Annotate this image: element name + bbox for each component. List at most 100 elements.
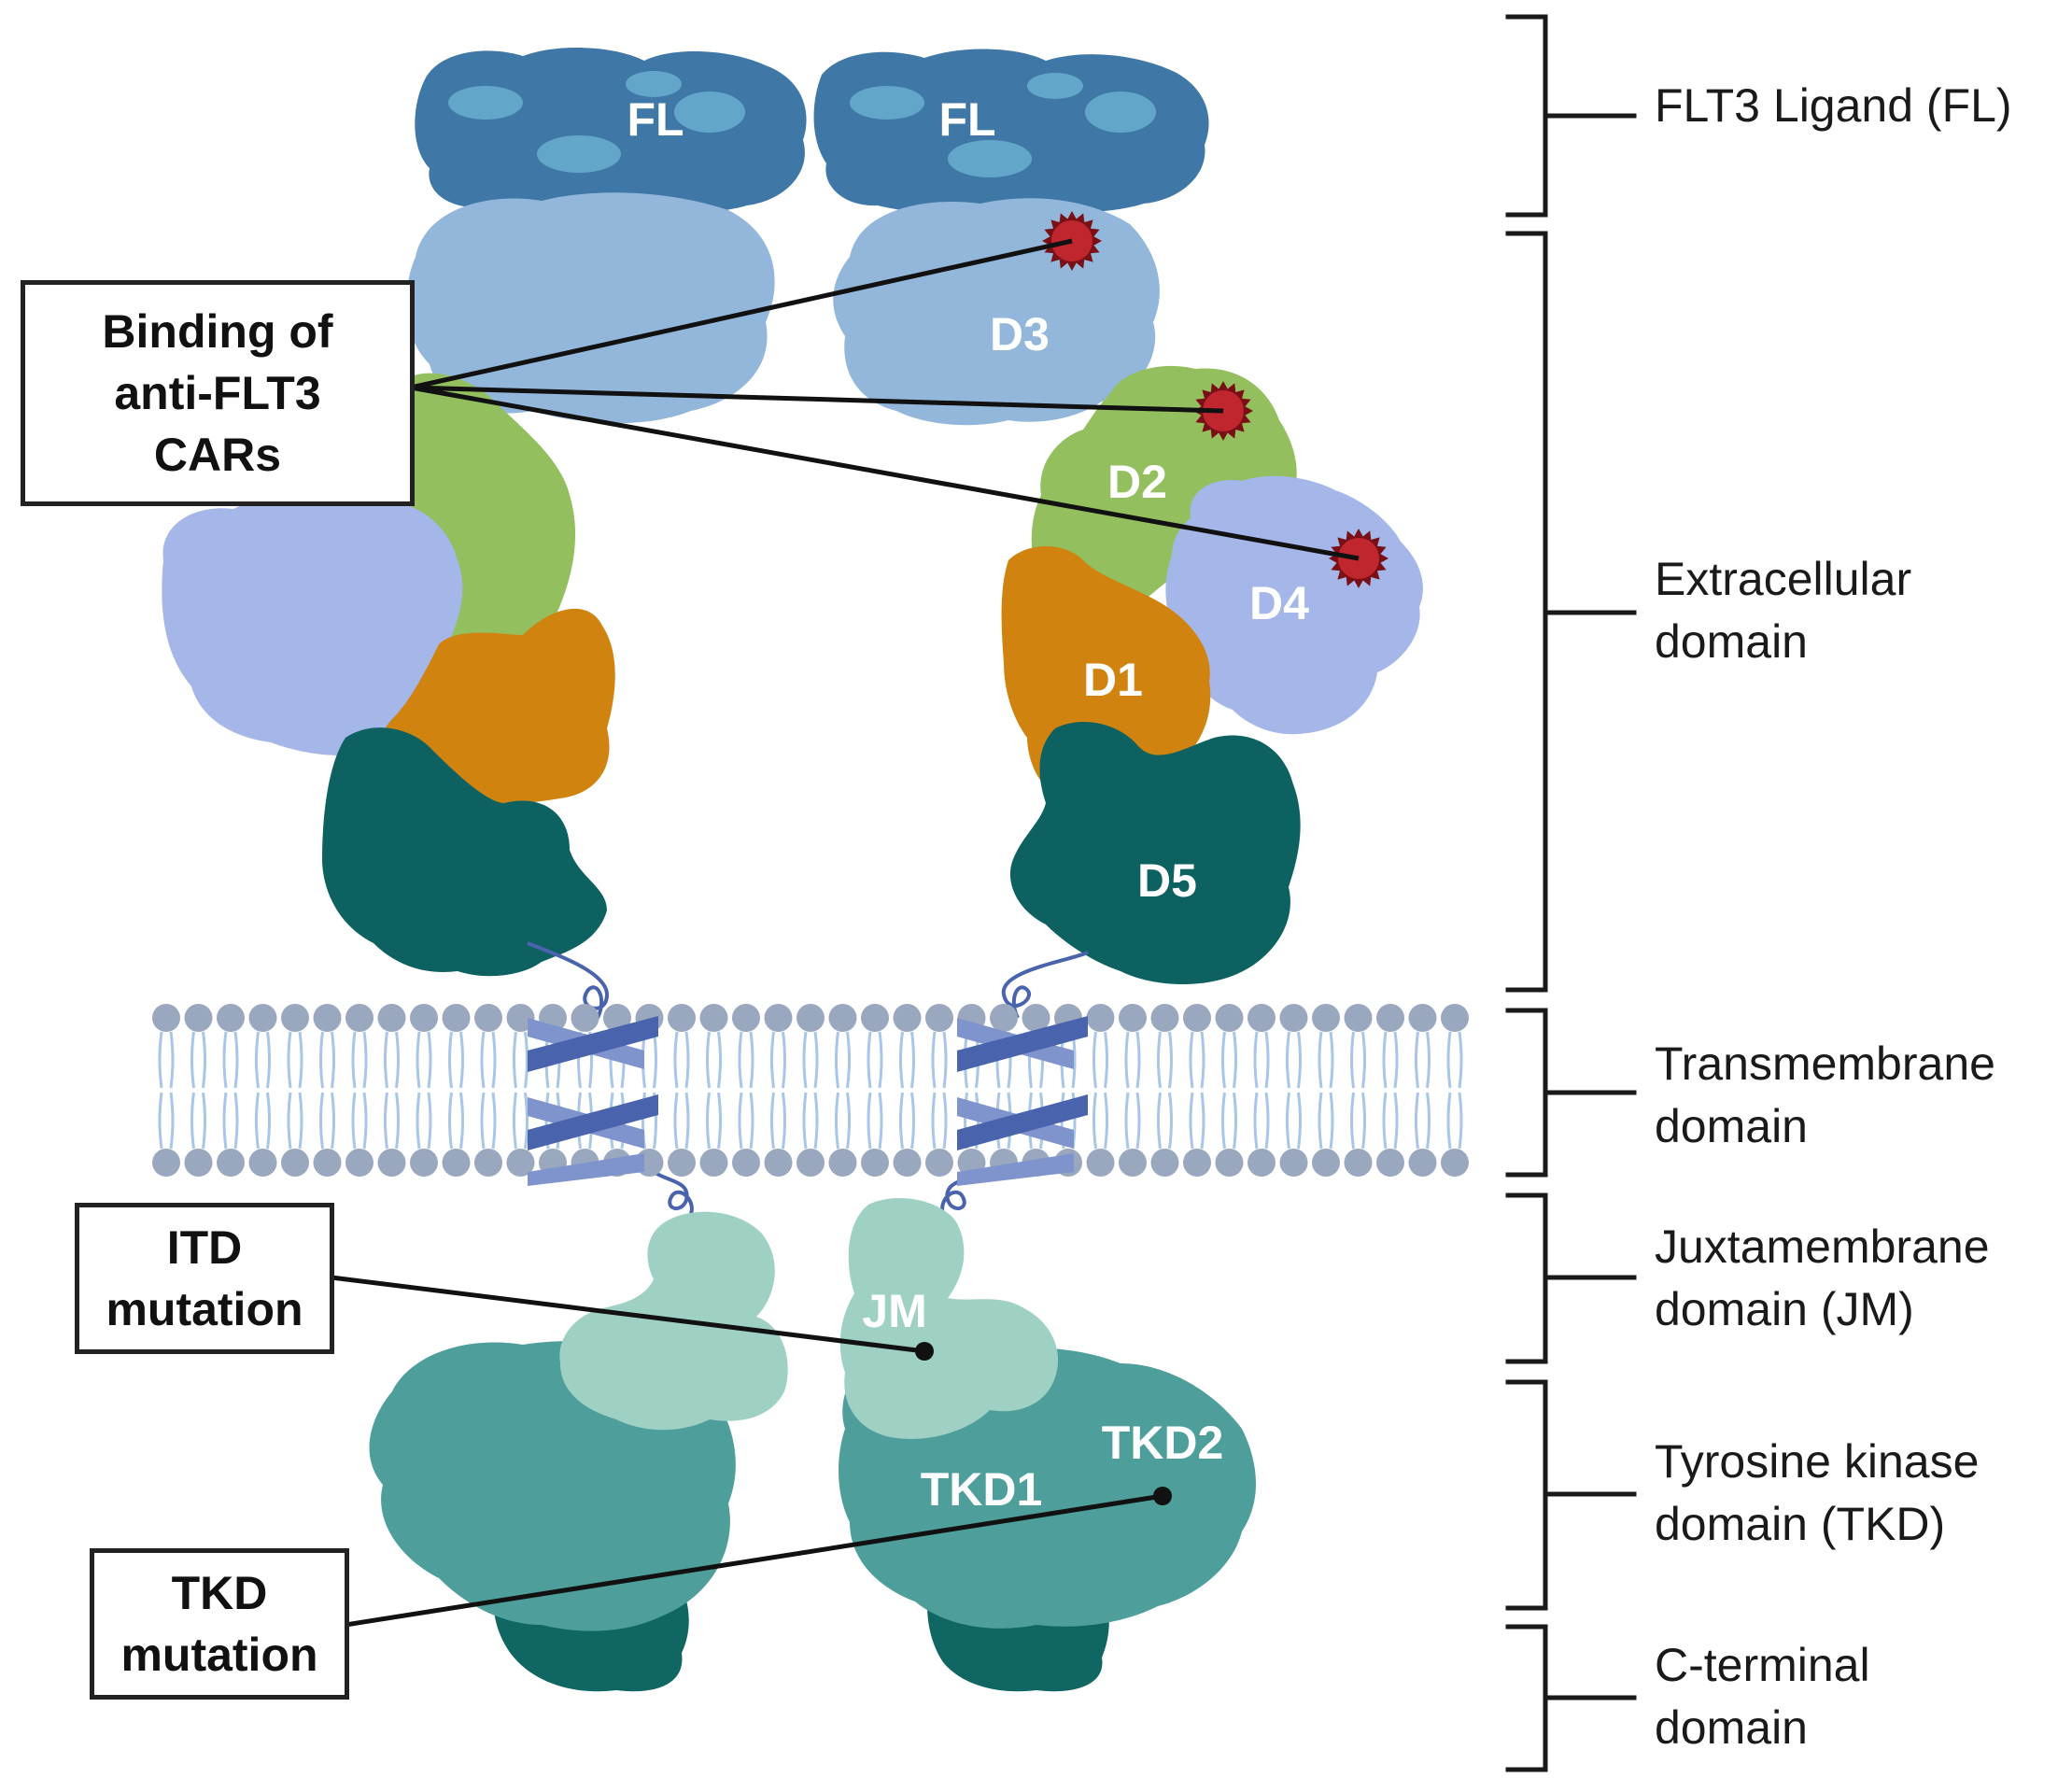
lipid-tail bbox=[1124, 1031, 1130, 1089]
intracellular-domains: JM TKD1 TKD2 bbox=[369, 1197, 1256, 1692]
lipid-tail bbox=[255, 1031, 260, 1089]
lipid-tail bbox=[899, 1092, 904, 1150]
lipid-head bbox=[410, 1004, 438, 1032]
lipid-tail bbox=[351, 1092, 357, 1150]
lipid-tail bbox=[287, 1031, 292, 1089]
helix-left bbox=[528, 1016, 658, 1186]
lipid-head bbox=[345, 1004, 374, 1032]
right-receptor-extracellular: D3 D2 D4 D1 D5 bbox=[833, 198, 1423, 985]
ligand-highlights bbox=[448, 71, 1156, 177]
lipid-tail bbox=[169, 1092, 175, 1150]
lipid-tail bbox=[867, 1031, 872, 1089]
lipid-tail bbox=[298, 1092, 303, 1150]
callout-tkd-line-2: mutation bbox=[120, 1629, 318, 1681]
lipid-tail bbox=[1286, 1031, 1290, 1089]
lipid-head bbox=[152, 1004, 180, 1032]
label-fl-right: FL bbox=[938, 93, 995, 146]
lipid-tail bbox=[813, 1031, 819, 1089]
lipid-tail bbox=[384, 1092, 388, 1150]
lipid-head bbox=[925, 1149, 953, 1177]
lipid-head bbox=[1150, 1149, 1179, 1177]
membrane-heads-bottom bbox=[152, 1149, 1469, 1177]
lipid-tail bbox=[427, 1092, 432, 1150]
lipid-tail bbox=[202, 1031, 206, 1089]
lipid-tail bbox=[266, 1092, 271, 1150]
lipid-head bbox=[1441, 1004, 1469, 1032]
lipid-tail bbox=[362, 1031, 368, 1089]
lipid-head bbox=[1376, 1004, 1404, 1032]
lipid-tail bbox=[480, 1031, 486, 1089]
lipid-tail bbox=[169, 1031, 175, 1089]
lipid-tail bbox=[770, 1092, 775, 1150]
ligand-left bbox=[415, 47, 807, 216]
lipid-head bbox=[281, 1004, 309, 1032]
lipid-head bbox=[668, 1004, 696, 1032]
lipid-tail bbox=[717, 1092, 722, 1150]
callout-tkd-line-1: TKD bbox=[171, 1567, 268, 1619]
lipid-tail bbox=[384, 1031, 388, 1089]
lipid-tail bbox=[1092, 1031, 1097, 1089]
lipid-tail bbox=[1189, 1092, 1194, 1150]
lipid-tail bbox=[222, 1031, 228, 1089]
lipid-tail bbox=[287, 1092, 292, 1150]
lipid-head bbox=[474, 1149, 502, 1177]
lipid-tail bbox=[319, 1092, 324, 1150]
lipid-head bbox=[732, 1149, 760, 1177]
lipid-tail bbox=[298, 1031, 303, 1089]
lipid-tail bbox=[1253, 1031, 1259, 1089]
lipid-tail bbox=[1382, 1031, 1388, 1089]
lipid-head bbox=[442, 1149, 471, 1177]
lipid-tail bbox=[416, 1092, 421, 1150]
lipid-tail bbox=[331, 1092, 335, 1150]
lipid-head bbox=[1119, 1004, 1147, 1032]
right-jm bbox=[839, 1197, 1059, 1439]
label-d5: D5 bbox=[1137, 854, 1197, 907]
domain-label-juxtamembrane-2: domain (JM) bbox=[1655, 1283, 1914, 1335]
lipid-tail bbox=[1264, 1092, 1270, 1150]
domain-label-c-terminal-1: C-terminal bbox=[1655, 1639, 1870, 1691]
lipid-head bbox=[1150, 1004, 1179, 1032]
label-d4: D4 bbox=[1249, 577, 1309, 629]
domain-label-ligand: FLT3 Ligand (FL) bbox=[1655, 79, 2012, 132]
lipid-tail bbox=[1200, 1092, 1205, 1150]
lipid-tail bbox=[1233, 1092, 1237, 1150]
lipid-head bbox=[281, 1149, 309, 1177]
label-jm: JM bbox=[862, 1285, 926, 1337]
lipid-tail bbox=[1104, 1031, 1108, 1089]
lipid-tail bbox=[202, 1092, 206, 1150]
lipid-tail bbox=[1124, 1092, 1130, 1150]
lipid-tail bbox=[1329, 1092, 1334, 1150]
lipid-tail bbox=[1415, 1031, 1419, 1089]
lipid-head bbox=[1441, 1149, 1469, 1177]
lipid-head bbox=[184, 1004, 213, 1032]
lipid-head bbox=[1022, 1004, 1050, 1032]
lipid-tail bbox=[1104, 1092, 1108, 1150]
lipid-head bbox=[699, 1149, 728, 1177]
lipid-tail bbox=[480, 1092, 486, 1150]
lipid-tail bbox=[749, 1092, 754, 1150]
lipid-head bbox=[248, 1004, 277, 1032]
lipid-tail bbox=[1350, 1031, 1355, 1089]
lipid-head bbox=[668, 1149, 696, 1177]
lipid-tail bbox=[738, 1031, 743, 1089]
lipid-head bbox=[1279, 1004, 1308, 1032]
lipid-tail bbox=[813, 1092, 819, 1150]
lipid-head bbox=[1247, 1149, 1276, 1177]
domain-labels: FLT3 Ligand (FL) Extracellular domain Tr… bbox=[1655, 79, 2012, 1754]
helix-right bbox=[957, 1016, 1088, 1186]
lipid-head bbox=[893, 1004, 922, 1032]
lipid-tail bbox=[931, 1092, 937, 1150]
lipid-tail bbox=[684, 1092, 690, 1150]
lipid-head bbox=[861, 1004, 889, 1032]
lipid-tail bbox=[1446, 1031, 1452, 1089]
lipid-tail bbox=[802, 1031, 808, 1089]
lipid-tail bbox=[416, 1031, 421, 1089]
lipid-head bbox=[313, 1149, 342, 1177]
lipid-tail bbox=[835, 1031, 839, 1089]
lipid-tail bbox=[513, 1092, 517, 1150]
lipid-head bbox=[1408, 1149, 1437, 1177]
lipid-head bbox=[184, 1149, 213, 1177]
lipid-head bbox=[603, 1004, 631, 1032]
lipid-tail bbox=[910, 1031, 915, 1089]
lipid-tail bbox=[770, 1031, 775, 1089]
